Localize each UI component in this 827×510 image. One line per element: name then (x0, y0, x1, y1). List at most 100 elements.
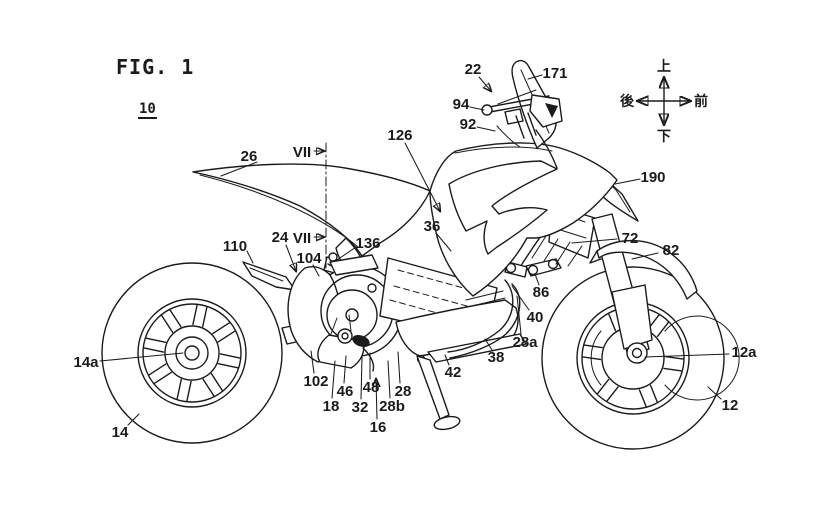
ref-label-VII: VII (293, 230, 311, 247)
bar-clamp (504, 108, 524, 125)
callout-16: 16 (370, 379, 387, 436)
callout-36: 36 (424, 218, 452, 252)
figure-title: FIG. 1 (116, 55, 195, 79)
fork-slider (611, 284, 653, 350)
leader-line-40 (511, 285, 530, 311)
kickstand-foot (433, 415, 461, 431)
callout-86: 86 (533, 273, 550, 301)
wheel-spoke (186, 380, 192, 402)
callout-46: 46 (337, 355, 353, 400)
hidden-line (393, 285, 475, 309)
callout-110: 110 (223, 238, 254, 264)
peg-pivot (337, 328, 353, 344)
cowl-shadow (545, 103, 558, 118)
kickstand (416, 355, 450, 420)
wheel-spoke (581, 356, 602, 361)
ref-label-28a: 28a (512, 334, 538, 351)
engine-guard-pipe (449, 283, 521, 359)
clutch-cover (326, 289, 378, 341)
leader-line-12 (707, 386, 722, 400)
leader-line-171 (527, 74, 543, 80)
front-axle-housing (626, 342, 648, 364)
leader-line-92 (476, 126, 496, 132)
seat-tail-cowl (192, 163, 431, 257)
leader-line-24 (285, 244, 296, 271)
callout-12a: 12a (644, 344, 757, 361)
ref-label-12a: 12a (731, 344, 757, 361)
wheel-spoke (192, 304, 198, 326)
wheel-spoke (202, 378, 215, 397)
rear-wheel-spokes (143, 304, 241, 402)
tank-graphic-stripe (448, 160, 558, 255)
ref-label-38: 38 (488, 349, 505, 366)
leader-line-102 (310, 350, 315, 374)
ref-label-VII: VII (293, 144, 311, 161)
fender-tip (589, 250, 602, 264)
wheel-spoke (663, 367, 683, 372)
callout-171: 171 (527, 65, 568, 82)
ref-label-24: 24 (272, 229, 289, 246)
ref-label-28: 28 (395, 383, 412, 400)
bar-risers (515, 112, 537, 139)
callout-72: 72 (571, 230, 639, 247)
engine-bolt (367, 283, 377, 293)
leader-line-18 (331, 360, 336, 399)
leader-line-104 (312, 264, 320, 277)
wheel-spoke (656, 321, 670, 338)
link-bolt (527, 264, 539, 276)
wheel-spoke (212, 321, 231, 335)
leader-line-86 (534, 273, 540, 286)
wheel-spoke (217, 363, 239, 369)
compass-front-label: 前 (694, 93, 708, 109)
peg-pivot-bolt (341, 332, 349, 340)
leader-line-14a (99, 352, 184, 362)
bracket-links (330, 314, 352, 335)
rear-fender-line (249, 267, 284, 282)
leader-line-42 (444, 354, 450, 366)
leader-line-28a (516, 295, 522, 335)
wheel-spoke (160, 314, 174, 333)
leader-line-36 (435, 232, 452, 252)
callout-82: 82 (631, 242, 679, 260)
callout-42: 42 (444, 354, 461, 381)
ref-label-102: 102 (303, 373, 328, 390)
callout-190: 190 (614, 169, 666, 186)
compass-rear-label: 後 (620, 93, 635, 109)
ref-label-86: 86 (533, 284, 550, 301)
wheel-spoke (169, 309, 182, 328)
leader-line-46 (343, 355, 347, 384)
shift-lever (362, 347, 375, 372)
brake-disc-arc (664, 315, 740, 401)
callout-32: 32 (352, 356, 368, 416)
wheel-spoke (145, 337, 167, 343)
front-fender (596, 239, 698, 300)
brake-lever (497, 89, 537, 105)
wheel-spoke (202, 306, 208, 328)
wheel-spoke (596, 378, 610, 395)
ref-label-110: 110 (223, 238, 247, 255)
leader-line-110 (246, 250, 254, 264)
footpeg-bracket (317, 334, 365, 369)
ref-label-18: 18 (323, 398, 340, 415)
leader-line-16 (376, 379, 377, 420)
rear-wheel (101, 262, 283, 444)
wheel-spoke (606, 386, 619, 402)
rear-shock-cap (328, 252, 338, 262)
callout-38: 38 (484, 338, 505, 366)
footpeg-rubber (352, 334, 370, 348)
muffler-bottom-plate (427, 333, 527, 363)
ref-label-16: 16 (370, 419, 387, 436)
leader-line-126 (404, 142, 440, 211)
leader-line-82 (631, 252, 659, 260)
callout-94: 94 (453, 96, 485, 113)
ref-label-72: 72 (622, 230, 639, 247)
callout-26: 26 (220, 148, 258, 177)
callout-28b: 28b (379, 360, 405, 415)
engine-mount (329, 254, 379, 276)
wheel-spoke (664, 355, 685, 360)
leader-line-32 (360, 356, 363, 400)
orientation-compass: 上 下 前 後 (620, 58, 708, 144)
hidden-line (389, 299, 471, 323)
ref-label-136: 136 (355, 235, 380, 252)
